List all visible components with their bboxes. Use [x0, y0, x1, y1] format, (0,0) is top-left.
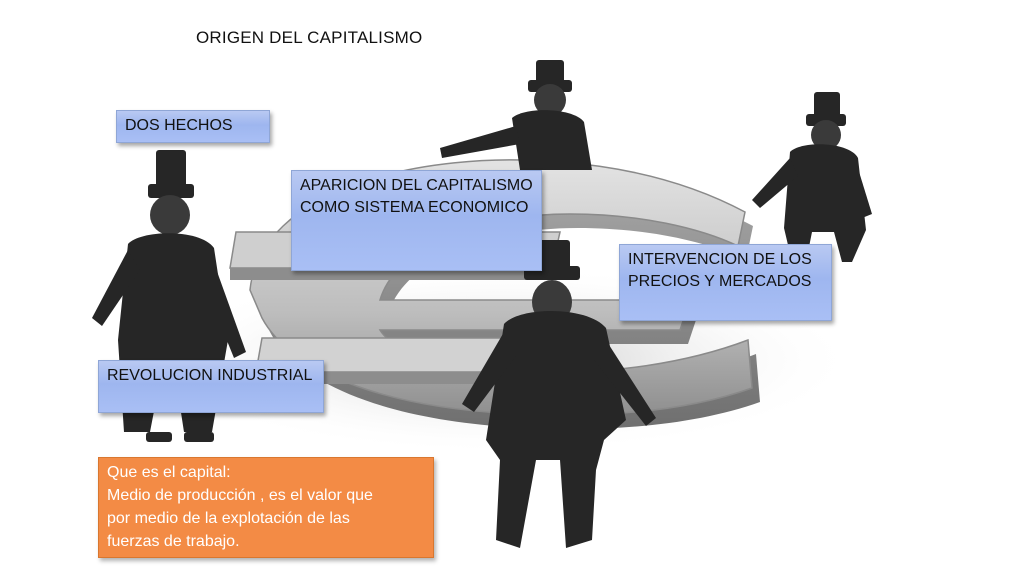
box-label: REVOLUCION INDUSTRIAL: [107, 367, 313, 384]
box-label-line2: PRECIOS Y MERCADOS: [628, 273, 812, 290]
box-dos-hechos: DOS HECHOS: [116, 110, 270, 143]
box-label-line1: INTERVENCION DE LOS: [628, 251, 812, 268]
box-intervencion-precios: INTERVENCION DE LOS PRECIOS Y MERCADOS: [619, 244, 832, 321]
box-label-line2: COMO SISTEMA ECONOMICO: [300, 199, 529, 216]
box-aparicion-capitalismo: APARICION DEL CAPITALISMO COMO SISTEMA E…: [291, 170, 542, 271]
box-revolucion-industrial: REVOLUCION INDUSTRIAL: [98, 360, 324, 413]
businessman-figure-icon: [752, 92, 872, 262]
businessman-figure-icon: [462, 240, 656, 548]
businessman-figure-icon: [440, 60, 592, 170]
note-line2: Medio de producción , es el valor que: [107, 487, 373, 504]
box-label-line1: APARICION DEL CAPITALISMO: [300, 177, 533, 194]
page-title: ORIGEN DEL CAPITALISMO: [196, 28, 423, 47]
box-label: DOS HECHOS: [125, 117, 233, 134]
note-line1: Que es el capital:: [107, 464, 231, 481]
capital-definition-note: Que es el capital: Medio de producción ,…: [98, 457, 434, 558]
note-line3: por medio de la explotación de las: [107, 510, 350, 527]
note-line4: fuerzas de trabajo.: [107, 533, 240, 550]
